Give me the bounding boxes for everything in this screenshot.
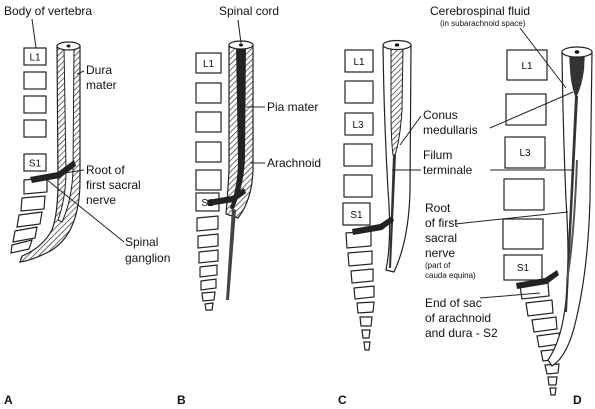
panel-b-pia-cord xyxy=(230,45,246,210)
label-dura-mater-1: Dura xyxy=(86,63,112,77)
leader-root-sacral-d xyxy=(454,211,569,225)
label-root-first-sacral-2: first sacral xyxy=(86,178,141,192)
panel-b-central-canal xyxy=(239,43,243,47)
panel-a: L1 S1 Body of vertebra Dura mater Root o… xyxy=(4,4,170,407)
label-spinal-cord: Spinal cord xyxy=(219,4,279,18)
label-root-sacral-d-6: cauda equina) xyxy=(425,271,476,280)
panel-a-sacral-root xyxy=(30,160,76,183)
panel-d-vertebral-column xyxy=(502,49,561,396)
label-end-of-sac-2: of arachnoid xyxy=(425,311,491,325)
panel-c-vertebra-label-l1: L1 xyxy=(353,57,365,68)
panel-d: L1 L3 S1 Cerebrospinal fluid (in subarac… xyxy=(425,4,593,407)
leader-spinal-ganglion xyxy=(45,178,125,243)
panel-d-vertebra-label-l1: L1 xyxy=(521,61,533,72)
label-dura-mater-2: mater xyxy=(86,78,117,92)
panel-c-vertebra-label-l3: L3 xyxy=(352,120,364,131)
leader-conus-to-d xyxy=(489,91,574,129)
label-root-sacral-d-4: nerve xyxy=(425,246,455,260)
label-cerebrospinal-fluid-1: Cerebrospinal fluid xyxy=(430,4,530,18)
label-pia-mater: Pia mater xyxy=(267,100,318,114)
label-root-first-sacral-1: Root of xyxy=(86,163,125,177)
label-spinal-ganglion-1: Spinal xyxy=(125,235,158,249)
panel-d-vertebra-label-s1: S1 xyxy=(517,263,530,274)
panel-a-vertebral-column xyxy=(10,47,48,254)
label-filum-terminale-1: Filum xyxy=(423,148,452,162)
panel-d-letter: D xyxy=(573,393,582,407)
panel-c-vertebra-label-s1: S1 xyxy=(350,210,363,221)
panel-c: L1 L3 S1 Conus medullaris Filum terminal… xyxy=(338,39,478,407)
label-end-of-sac-1: End of sac xyxy=(425,296,482,310)
label-filum-terminale-2: terminale xyxy=(423,163,473,177)
label-end-of-sac-3: and dura - S2 xyxy=(425,326,498,340)
label-root-sacral-d-2: of first xyxy=(425,216,458,230)
panel-c-central-canal xyxy=(394,43,400,47)
leader-spinal-cord xyxy=(237,19,242,44)
panel-d-central-canal xyxy=(574,50,580,54)
label-cerebrospinal-fluid-2: (in subarachnoid space) xyxy=(440,19,526,28)
panel-c-vertebral-column xyxy=(342,49,375,351)
panel-c-sacral-root xyxy=(352,216,394,235)
panel-b-vertebra-label-l1: L1 xyxy=(203,59,215,70)
panel-d-cauda-equina xyxy=(566,160,578,280)
panel-b-vertebra-label-s1: S1 xyxy=(201,198,214,209)
panel-c-dural-sac xyxy=(382,44,412,273)
panel-b-letter: B xyxy=(177,393,186,407)
label-root-sacral-d-3: sacral xyxy=(425,231,457,245)
label-body-of-vertebra: Body of vertebra xyxy=(4,4,92,18)
label-conus-medullaris-2: medullaris xyxy=(423,123,478,137)
panel-a-central-canal xyxy=(66,44,71,48)
panel-a-letter: A xyxy=(4,393,13,407)
leader-dura-mater xyxy=(76,70,85,75)
panel-c-filum xyxy=(389,155,396,268)
panel-d-sacral-root xyxy=(516,270,559,289)
label-root-sacral-d-1: Root xyxy=(425,201,451,215)
label-root-first-sacral-3: nerve xyxy=(86,193,116,207)
panel-a-vertebra-label-l1: L1 xyxy=(29,53,41,64)
panel-d-filum xyxy=(565,96,578,312)
panel-c-letter: C xyxy=(338,393,347,407)
panel-b-filum xyxy=(226,208,236,300)
leader-conus-medullaris xyxy=(399,115,422,146)
leader-cerebrospinal-fluid xyxy=(519,27,567,89)
label-arachnoid: Arachnoid xyxy=(267,156,321,170)
panel-b: L1 S1 Spinal cord Pia mater Arachnoid B xyxy=(177,4,321,407)
panel-a-spinal-cord xyxy=(57,45,75,223)
panel-b-vertebral-column xyxy=(195,52,222,311)
panel-a-vertebra-label-s1: S1 xyxy=(29,159,42,170)
leader-end-of-sac xyxy=(479,292,541,299)
leader-body-of-vertebra xyxy=(31,18,37,49)
panel-d-vertebra-label-l3: L3 xyxy=(519,148,531,159)
panel-d-cord xyxy=(569,52,585,96)
label-conus-medullaris-1: Conus xyxy=(423,108,458,122)
label-root-sacral-d-5: (part of xyxy=(425,261,451,270)
label-spinal-ganglion-2: ganglion xyxy=(125,251,170,265)
leader-root-first-sacral xyxy=(57,169,85,175)
panel-b-sacral-root xyxy=(207,188,246,206)
